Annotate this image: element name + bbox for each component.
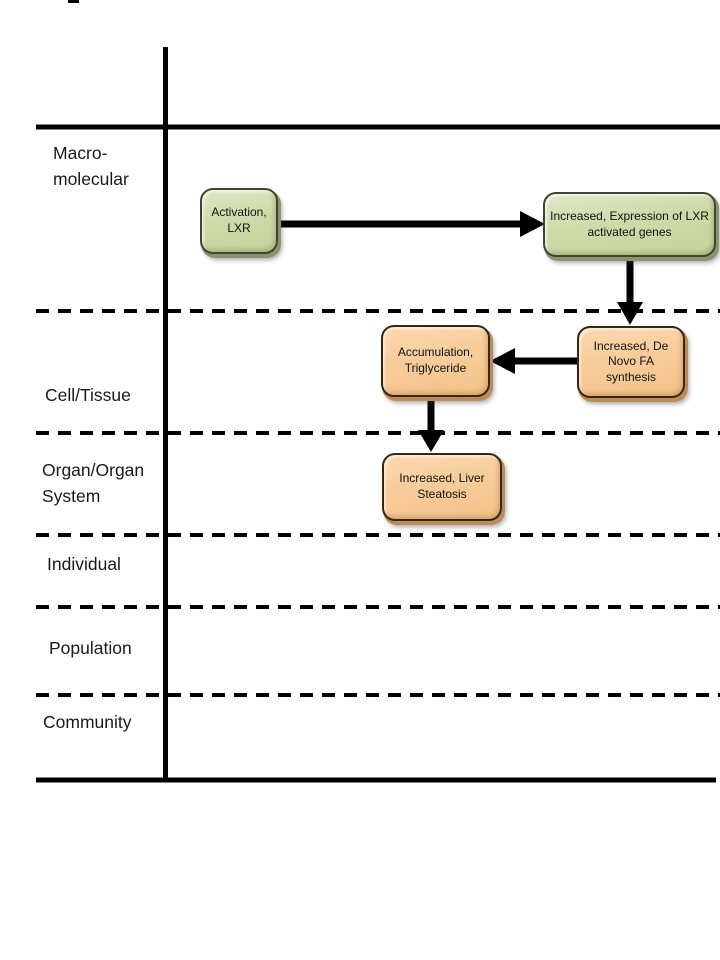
node-label: Increased, De Novo FA synthesis: [593, 338, 669, 384]
node-label: Activation, LXR: [211, 205, 267, 235]
arrow-activation-to-expression: [278, 211, 545, 237]
node-label: Accumulation, Triglyceride: [397, 345, 474, 375]
level-label-organ-system: Organ/Organ System: [42, 460, 145, 506]
cropped-text-artifact: [68, 0, 79, 3]
arrow-triglyceride-to-steatosis: [418, 397, 444, 452]
node-increased-liver-steatosis: Increased, Liver Steatosis: [382, 453, 502, 521]
arrow-expression-to-denovo: [617, 257, 643, 325]
level-label-community: Community: [43, 712, 132, 732]
node-label: Increased, Expression of LXR activated g…: [550, 208, 709, 239]
level-label-cell-tissue: Cell/Tissue: [45, 385, 131, 405]
level-label-individual: Individual: [47, 554, 121, 574]
node-increased-expression-lxr-genes: Increased, Expression of LXR activated g…: [543, 192, 716, 257]
arrow-denovo-to-triglyceride: [490, 348, 577, 374]
node-label: Increased, Liver Steatosis: [399, 471, 485, 501]
node-activation-lxr: Activation, LXR: [200, 188, 278, 254]
node-increased-de-novo-fa-synthesis: Increased, De Novo FA synthesis: [577, 326, 685, 398]
level-label-population: Population: [49, 638, 132, 658]
node-accumulation-triglyceride: Accumulation, Triglyceride: [381, 325, 490, 397]
level-label-macro-molecular: Macro-molecular: [53, 143, 129, 189]
